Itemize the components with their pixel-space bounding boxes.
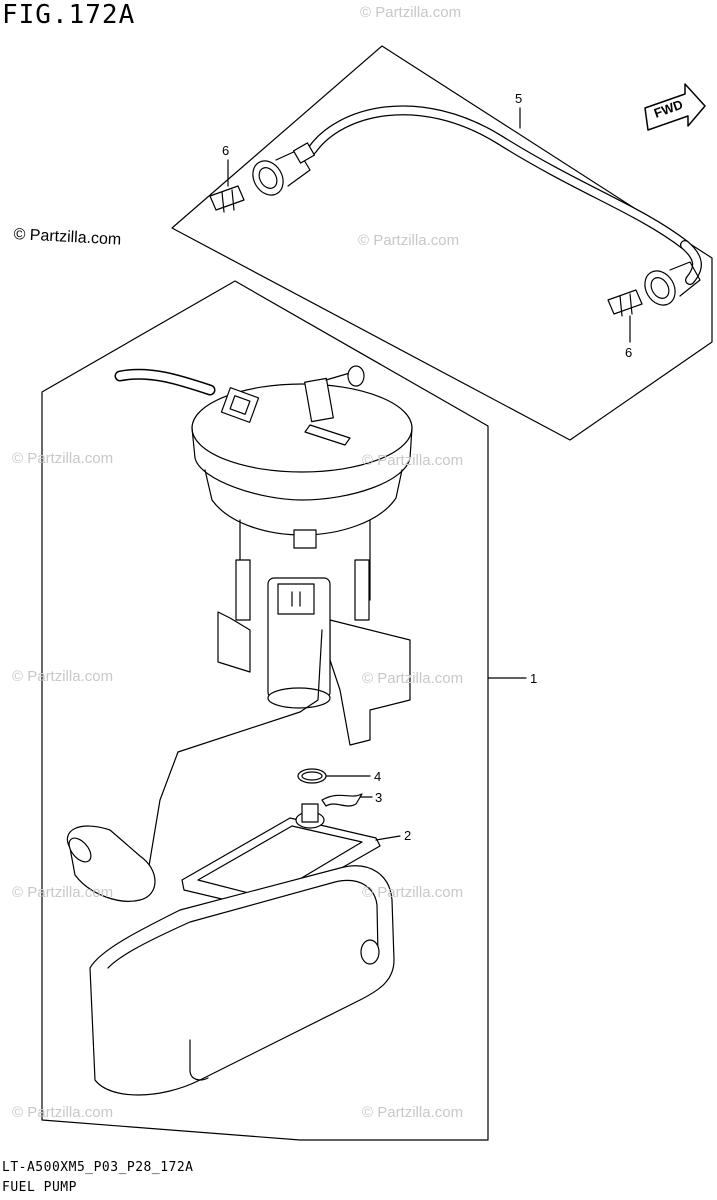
watermark: © Partzilla.com [362,452,464,469]
callout-5: 5 [515,91,522,106]
figure-title: FIG.172A [2,0,136,30]
document-code: LT-A500XM5_P03_P28_172A [2,1160,194,1175]
left-hose-connector [252,142,316,196]
retainer-clip [321,793,363,807]
fuel-tray [89,865,395,1096]
pump-wire-lead [114,368,260,423]
callout-6-upper: 6 [222,143,229,158]
watermark: © Partzilla.com [358,232,460,249]
right-hose-connector [644,261,701,306]
left-clip [209,185,245,213]
watermark: © Partzilla.com [12,668,114,685]
pump-kit-panel [41,280,489,1141]
callout-2: 2 [404,828,411,843]
figure-caption: FUEL PUMP [2,1180,77,1195]
watermark: © Partzilla.com [362,1104,464,1121]
watermark: © Partzilla.com [362,884,464,901]
callout-1: 1 [530,671,537,686]
watermark: © Partzilla.com [12,450,114,467]
watermark: © Partzilla.com [362,670,464,687]
fwd-arrow [644,83,706,131]
callout-3: 3 [375,790,382,805]
fuel-level-float [66,629,323,902]
pump-motor [267,577,331,709]
right-clip [607,289,643,317]
callout-4: 4 [374,769,381,784]
pump-bracket [217,519,411,746]
watermark: © Partzilla.com [12,884,114,901]
fuel-hose [307,105,702,285]
hose-kit-panel [171,45,713,441]
pump-outlet-nipple [304,365,365,446]
callout-6-lower: 6 [625,345,632,360]
fuel-filter [181,803,381,911]
watermark: © Partzilla.com [12,1104,114,1121]
leader-line-2 [375,835,401,841]
watermark: © Partzilla.com [360,4,462,21]
